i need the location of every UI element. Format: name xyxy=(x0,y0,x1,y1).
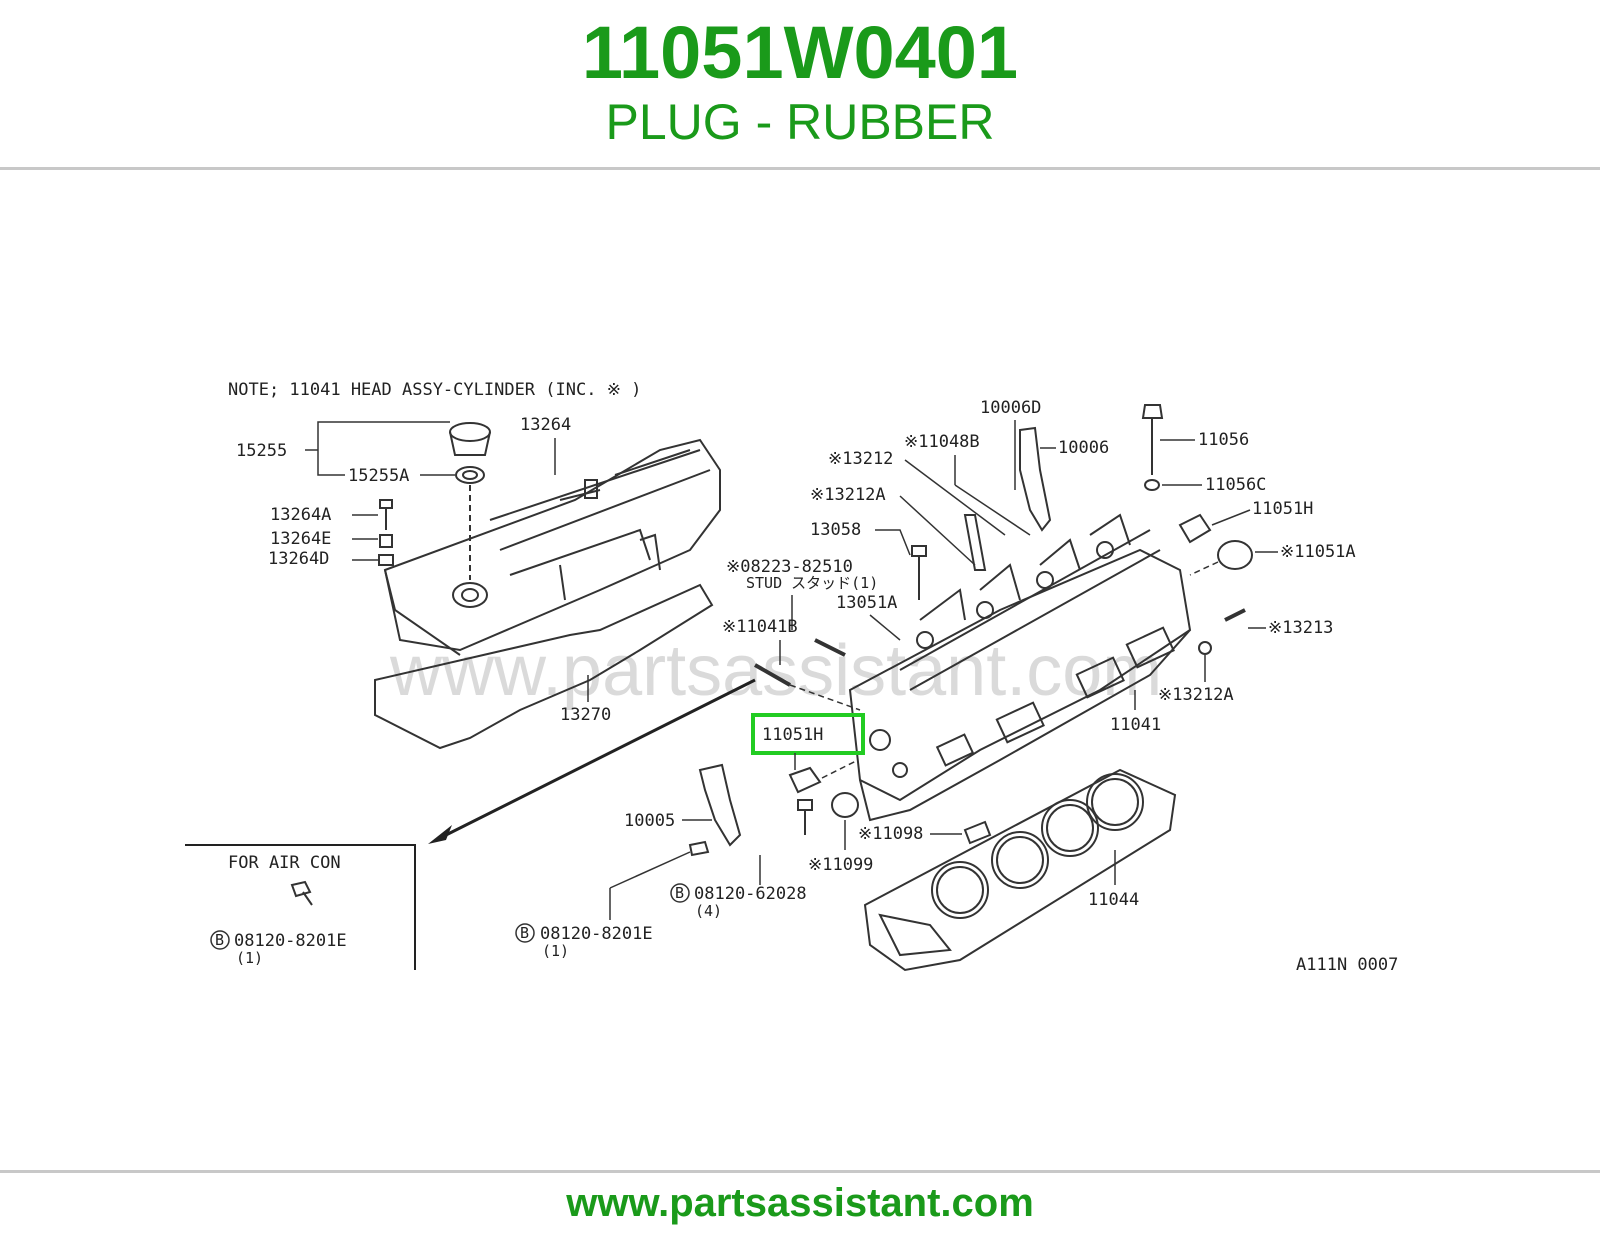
label-qty-1-inset: (1) xyxy=(236,949,263,967)
label-13212a-bottom: ※13212A xyxy=(1158,685,1234,705)
bracket-10006-illustration xyxy=(1019,426,1052,532)
label-13051a: 13051A xyxy=(836,593,897,613)
label-11051h-highlight: 11051H xyxy=(762,725,823,745)
diagram-note: NOTE; 11041 HEAD ASSY-CYLINDER (INC. ※ ) xyxy=(228,380,641,400)
part-description: PLUG - RUBBER xyxy=(605,94,995,150)
marker-b-3: B xyxy=(215,931,224,949)
bolt-11056-illustration xyxy=(1141,404,1164,491)
bolt-08120-62028-illustration xyxy=(797,799,813,835)
bolt-13058-illustration xyxy=(911,545,927,600)
label-qty-4: (4) xyxy=(695,902,722,920)
bracket-10005-illustration xyxy=(698,763,742,847)
cylinder-head-illustration xyxy=(848,513,1192,822)
rocker-cover-illustration xyxy=(383,438,721,656)
label-13270: 13270 xyxy=(560,705,611,725)
highlight-box xyxy=(751,713,865,755)
inset-title: FOR AIR CON xyxy=(228,853,341,873)
label-11098: ※11098 xyxy=(858,824,923,844)
label-15255: 15255 xyxy=(236,441,287,461)
label-11048b: ※11048B xyxy=(904,432,980,452)
label-11041: 11041 xyxy=(1110,715,1161,735)
label-stud: STUD スタッド(1) xyxy=(746,574,878,592)
watermark-text: www.partsassistant.com xyxy=(389,631,1162,711)
label-13058: 13058 xyxy=(810,520,861,540)
label-11099: ※11099 xyxy=(808,855,873,875)
label-08120-8201e-inset: 08120-8201E xyxy=(234,931,347,951)
parts-diagram-svg: www.partsassistant.com NOTE; 11041 HEAD … xyxy=(180,335,1415,1160)
bolt-08120-8201e-inset-illustration xyxy=(290,880,313,906)
plug-11098-illustration xyxy=(963,820,992,845)
header-divider xyxy=(0,167,1600,170)
part-number-title: 11051W0401 xyxy=(581,11,1019,94)
plug-11051h-top-illustration xyxy=(1178,513,1212,544)
label-11044: 11044 xyxy=(1088,890,1139,910)
label-13212: ※13212 xyxy=(828,449,893,469)
label-15255a: 15255A xyxy=(348,466,409,486)
plug-11051a-illustration xyxy=(1217,540,1253,570)
diagram-canvas xyxy=(180,335,1415,1160)
label-08120-62028: 08120-62028 xyxy=(694,884,807,904)
oil-filler-cap-illustration xyxy=(449,422,491,580)
label-13212a-top: ※13212A xyxy=(810,485,886,505)
label-13213: ※13213 xyxy=(1268,618,1333,638)
label-13264a: 13264A xyxy=(270,505,331,525)
label-08223-82510: ※08223-82510 xyxy=(726,557,853,577)
label-11056: 11056 xyxy=(1198,430,1249,450)
seal-11099-illustration xyxy=(831,792,859,818)
marker-b-1: B xyxy=(675,884,684,902)
stud-illustration xyxy=(814,638,846,657)
footer-site-link[interactable]: www.partsassistant.com xyxy=(566,1181,1034,1225)
label-11056c: 11056C xyxy=(1205,475,1266,495)
label-11041b: ※11041B xyxy=(722,617,798,637)
cover-bolt-illustration xyxy=(378,499,394,566)
label-qty-1-center: (1) xyxy=(542,942,569,960)
label-13264: 13264 xyxy=(520,415,571,435)
rocker-cover-gasket-illustration xyxy=(374,583,714,750)
valve-guide-illustration xyxy=(963,514,987,571)
label-08120-8201e-center: 08120-8201E xyxy=(540,924,653,944)
marker-b-2: B xyxy=(520,924,529,942)
head-gasket-illustration xyxy=(863,768,1177,972)
label-10006d: 10006D xyxy=(980,398,1041,418)
label-11051h-top: 11051H xyxy=(1252,499,1313,519)
label-13264d: 13264D xyxy=(268,549,329,569)
air-con-inset: FOR AIR CON B 08120-8201E (1) xyxy=(185,844,416,970)
footer-divider xyxy=(0,1170,1600,1173)
label-13264e: 13264E xyxy=(270,529,331,549)
label-10005: 10005 xyxy=(624,811,675,831)
label-11051a: ※11051A xyxy=(1280,542,1356,562)
pin-13213-illustration xyxy=(1224,608,1246,622)
bolt-08120-8201e-center-illustration xyxy=(688,840,710,857)
label-10006: 10006 xyxy=(1058,438,1109,458)
diagram-code: A111N 0007 xyxy=(1296,955,1398,975)
parts-diagram: www.partsassistant.com NOTE; 11041 HEAD … xyxy=(0,170,1600,1170)
plug-11051h-bottom-illustration xyxy=(788,766,822,794)
stud-11041b-illustration xyxy=(754,663,791,687)
header: 11051W0401 PLUG - RUBBER xyxy=(0,0,1600,170)
